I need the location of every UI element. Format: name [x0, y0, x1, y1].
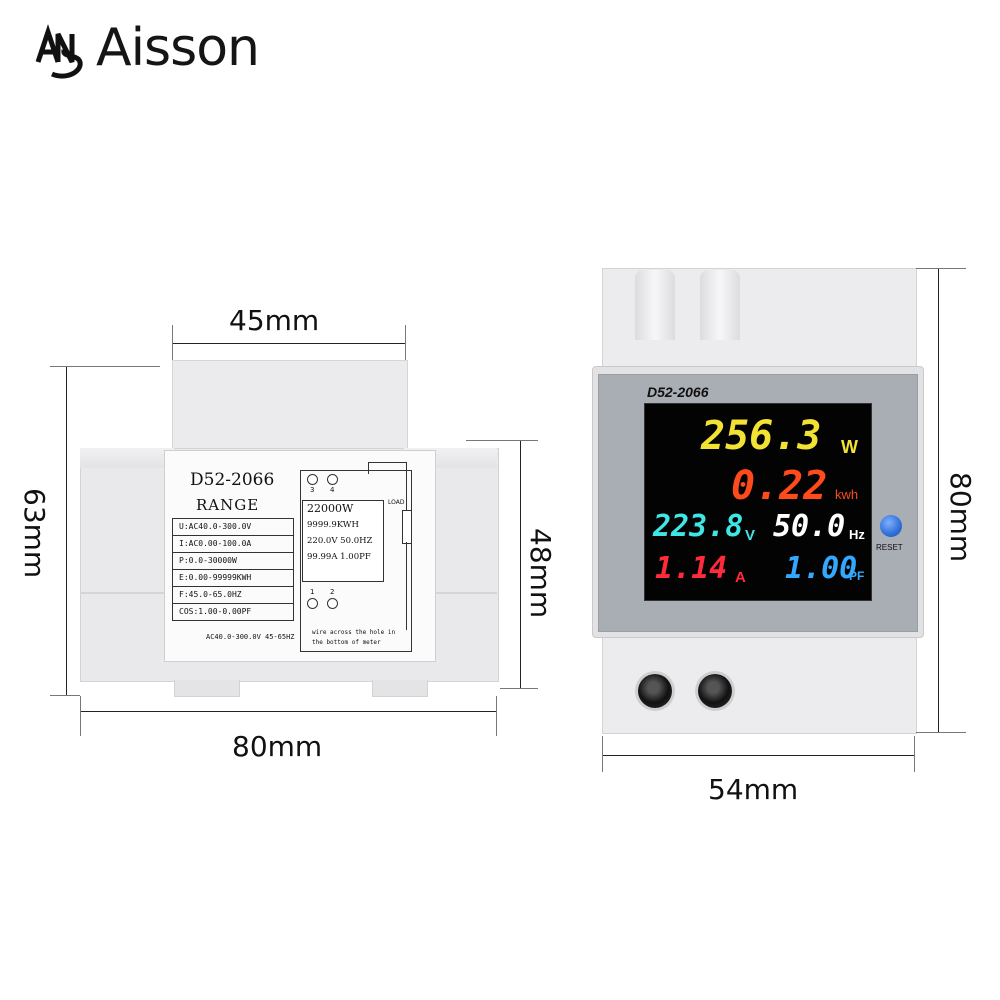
sticker-display-line: 99.99A 1.00PF [307, 552, 371, 562]
energy-value: 0.22 [731, 463, 828, 509]
sticker-display-line: 9999.9KWH [307, 520, 359, 530]
dimension-line [66, 366, 67, 696]
dimension-54mm: 54mm [708, 773, 799, 806]
dimension-63mm: 63mm [18, 488, 51, 579]
sticker-display-line: 220.0V 50.0HZ [307, 536, 373, 546]
sticker-footer-note-line: the bottom of meter [312, 639, 381, 646]
sticker-model: D52-2066 [190, 470, 275, 490]
load-resistor-icon [402, 510, 412, 544]
sticker-spec-table: U:AC40.0-300.0V I:AC0.00-100.0A P:0.0-30… [172, 518, 294, 621]
dimension-line [80, 711, 497, 712]
wire [368, 462, 406, 463]
terminal-number: 3 [310, 486, 315, 494]
dimension-line [172, 343, 406, 344]
dimension-line [938, 268, 939, 732]
voltage-unit: V [745, 527, 756, 544]
power-unit: W [841, 437, 858, 457]
spec-row: E:0.00-99999KWH [172, 569, 294, 586]
dimension-48mm: 48mm [524, 528, 557, 619]
dimension-80mm-height: 80mm [944, 472, 977, 563]
terminal-number: 4 [330, 486, 335, 494]
dimension-tick [916, 732, 966, 733]
side-foot-right [372, 680, 428, 697]
current-value: 1.14 [655, 551, 728, 586]
terminal-screw-icon [638, 674, 672, 708]
reset-button[interactable] [880, 515, 902, 537]
brand-name: Aisson [96, 18, 260, 78]
front-rib [635, 270, 675, 340]
current-unit: A [735, 569, 746, 586]
front-rib [700, 270, 740, 340]
terminal-number: 2 [330, 588, 335, 596]
terminal-icon [307, 598, 318, 609]
sticker-range: RANGE [196, 496, 260, 514]
dimension-45mm: 45mm [229, 304, 320, 337]
power-factor-value: 1.00 [785, 551, 858, 586]
dimension-tick [916, 268, 966, 269]
sticker-display-line: 22000W [307, 502, 354, 515]
dimension-tick [50, 366, 160, 367]
spec-row: I:AC0.00-100.0A [172, 535, 294, 552]
wire [406, 462, 407, 510]
spec-row: U:AC40.0-300.0V [172, 518, 294, 535]
spec-row: COS:1.00-0.00PF [172, 603, 294, 621]
sticker-footer-rating: AC40.0-300.0V 45-65HZ [206, 633, 295, 641]
wire [406, 542, 407, 630]
sticker-footer-note-line: wire across the hole in [312, 629, 396, 636]
lcd-display: 256.3 W 0.22 kwh 223.8 V 50.0 Hz 1.14 A … [644, 403, 872, 601]
side-step-left [80, 448, 174, 468]
front-model-label: D52-2066 [647, 384, 709, 400]
wire [368, 462, 369, 474]
ans-logo-icon [35, 24, 83, 79]
terminal-icon [327, 474, 338, 485]
reset-label: RESET [876, 543, 903, 552]
terminal-icon [327, 598, 338, 609]
dimension-tick [80, 696, 81, 736]
wiring-diagram [300, 470, 412, 652]
frequency-value: 50.0 [773, 509, 846, 544]
terminal-icon [307, 474, 318, 485]
terminal-number: 1 [310, 588, 315, 596]
side-view-top [172, 360, 408, 451]
dimension-tick [50, 695, 80, 696]
sticker-footer-note: wire across the hole in the bottom of me… [312, 628, 412, 648]
load-label: LOAD [388, 499, 405, 506]
dimension-tick [500, 688, 538, 689]
sticker-display: 22000W 9999.9KWH 220.0V 50.0HZ 99.99A 1.… [302, 500, 384, 582]
dimension-tick [172, 325, 173, 360]
dimension-tick [466, 440, 538, 441]
dimension-tick [496, 696, 497, 736]
power-value: 256.3 [701, 413, 822, 459]
spec-row: P:0.0-30000W [172, 552, 294, 569]
dimension-tick [405, 325, 406, 360]
dimension-tick [914, 736, 915, 772]
voltage-value: 223.8 [653, 509, 744, 544]
dimension-tick [602, 736, 603, 772]
power-factor-unit: PF [849, 569, 865, 583]
dimension-line [602, 755, 915, 756]
dimension-80mm-depth: 80mm [232, 730, 323, 763]
frequency-unit: Hz [849, 527, 865, 542]
energy-unit: kwh [835, 487, 859, 502]
spec-row: F:45.0-65.0HZ [172, 586, 294, 603]
side-foot-left [174, 680, 240, 697]
terminal-screw-icon [698, 674, 732, 708]
dimension-line [520, 440, 521, 688]
